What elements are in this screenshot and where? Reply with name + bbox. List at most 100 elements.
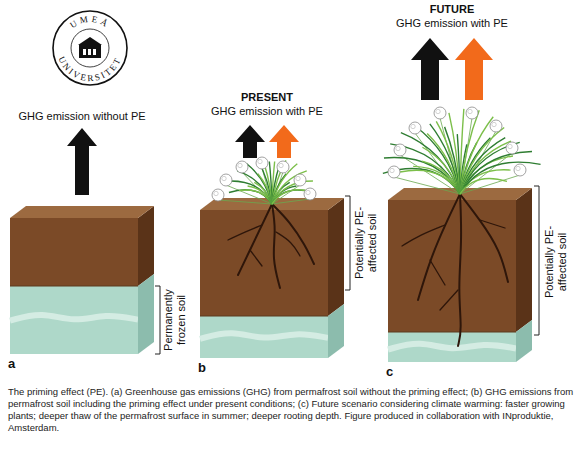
frost-boundary	[200, 316, 328, 317]
frozen-front	[388, 332, 516, 362]
root	[238, 204, 272, 275]
emission-arrow	[269, 125, 299, 158]
university-logo: UMEÅ UNIVERSITET	[53, 11, 127, 85]
leaf	[430, 124, 460, 194]
soil-side	[328, 198, 344, 316]
cotton-grass	[212, 157, 316, 204]
stem	[272, 199, 310, 204]
root	[250, 250, 262, 266]
soil-front	[200, 210, 328, 316]
soil-block	[200, 198, 344, 358]
bracket	[345, 196, 350, 290]
root	[418, 194, 460, 300]
emission-arrow	[67, 128, 97, 195]
logo-window	[83, 49, 86, 55]
frost-boundary	[388, 332, 516, 333]
emission-label: GHG emission with PE	[396, 17, 508, 30]
emission-label: GHG emission with PE	[211, 105, 323, 118]
cotton-grass	[383, 107, 541, 194]
stem	[218, 200, 272, 204]
cotton-tuft	[490, 120, 502, 132]
frozen-side	[328, 304, 344, 358]
cotton-tuft	[466, 107, 478, 119]
logo-roof	[78, 37, 102, 45]
leaf	[460, 178, 507, 194]
frozen-front	[200, 316, 328, 358]
tuft-detail	[396, 146, 400, 150]
tuft-detail	[390, 168, 394, 172]
soil-top	[10, 206, 154, 218]
tuft-detail	[508, 144, 512, 148]
leaf	[237, 171, 272, 204]
figure-caption: The priming effect (PE). (a) Greenhouse …	[8, 386, 576, 434]
tuft-detail	[296, 176, 300, 180]
leaf	[272, 190, 305, 204]
tuft-detail	[492, 122, 496, 126]
leaf	[460, 170, 511, 194]
panel-letter: c	[386, 364, 393, 379]
leaf	[460, 152, 532, 194]
leaf	[460, 162, 541, 194]
frozen-side	[138, 274, 154, 354]
cotton-tuft	[212, 189, 224, 201]
cotton-tuft	[304, 188, 316, 200]
logo-inner-ring	[71, 29, 109, 67]
emission-arrow	[411, 38, 449, 100]
ice-texture	[10, 315, 138, 321]
tuft-detail	[214, 191, 218, 195]
soil-side	[138, 206, 154, 286]
leaf	[460, 156, 513, 194]
layer-label: Potentially PE-affected soil	[353, 193, 379, 293]
tuft-detail	[468, 109, 472, 113]
logo-text: UMEÅ	[68, 14, 112, 31]
soil-front	[10, 218, 138, 286]
cotton-tuft	[256, 157, 268, 169]
tuft-detail	[306, 190, 310, 194]
panel-heading: FUTURE	[430, 3, 475, 16]
cotton-tuft	[236, 161, 248, 173]
cotton-tuft	[514, 164, 526, 176]
leaf	[460, 141, 511, 194]
ice-texture	[200, 333, 328, 339]
soil-block	[10, 206, 154, 354]
tuft-detail	[279, 163, 283, 167]
leaf	[272, 171, 307, 204]
tuft-detail	[411, 124, 415, 128]
panel-heading: PRESENT	[241, 91, 293, 104]
soil-block	[388, 188, 532, 362]
frozen-front	[10, 286, 138, 354]
tuft-detail	[222, 176, 226, 180]
emission-arrow	[455, 38, 493, 100]
cotton-tuft	[506, 142, 518, 154]
frozen-side	[516, 320, 532, 362]
soil-front	[388, 200, 516, 332]
root	[458, 194, 461, 346]
logo-text: UNIVERSITET	[57, 55, 124, 83]
cotton-tuft	[294, 174, 306, 186]
root	[272, 204, 280, 288]
root	[460, 194, 508, 282]
logo-ring	[53, 11, 127, 85]
bracket	[534, 186, 539, 335]
cotton-tuft	[434, 107, 446, 119]
emission-arrow	[235, 125, 265, 158]
logo-window	[88, 49, 91, 55]
tuft-detail	[258, 159, 262, 163]
root	[228, 225, 262, 240]
root	[402, 225, 445, 246]
bracket	[155, 286, 160, 354]
tuft-detail	[516, 166, 520, 170]
panel-letter: a	[8, 356, 15, 371]
root	[272, 204, 314, 264]
logo-building	[79, 45, 101, 58]
cotton-tuft	[409, 122, 421, 134]
root	[430, 260, 445, 285]
cotton-tuft	[394, 144, 406, 156]
cotton-tuft	[277, 161, 289, 173]
root	[440, 290, 458, 310]
ice-texture	[388, 344, 516, 350]
layer-label: Permanently frozen soil	[162, 278, 188, 362]
leaf	[449, 113, 460, 194]
